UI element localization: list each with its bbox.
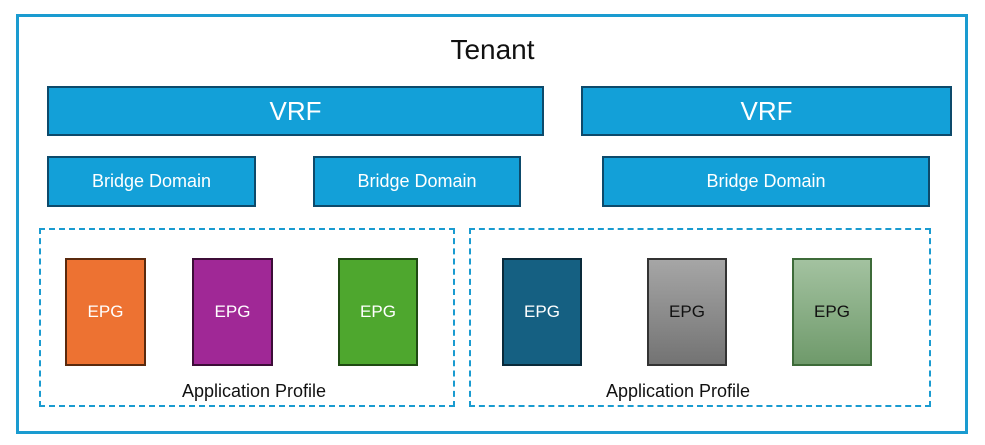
vrf-box-2: VRF [581, 86, 952, 136]
bridge-domain-box-3: Bridge Domain [602, 156, 930, 207]
epg-box-2: EPG [192, 258, 273, 366]
epg-box-4: EPG [502, 258, 582, 366]
application-profile-2 [469, 228, 931, 407]
application-profile-label-1: Application Profile [181, 381, 327, 401]
epg-box-3: EPG [338, 258, 418, 366]
application-profile-label-2: Application Profile [605, 381, 751, 401]
application-profile-1 [39, 228, 455, 407]
epg-box-1: EPG [65, 258, 146, 366]
bridge-domain-box-2: Bridge Domain [313, 156, 521, 207]
epg-box-5: EPG [647, 258, 727, 366]
tenant-title: Tenant [450, 34, 535, 65]
bridge-domain-box-1: Bridge Domain [47, 156, 256, 207]
epg-box-6: EPG [792, 258, 872, 366]
vrf-box-1: VRF [47, 86, 544, 136]
tenant-container [16, 14, 968, 434]
